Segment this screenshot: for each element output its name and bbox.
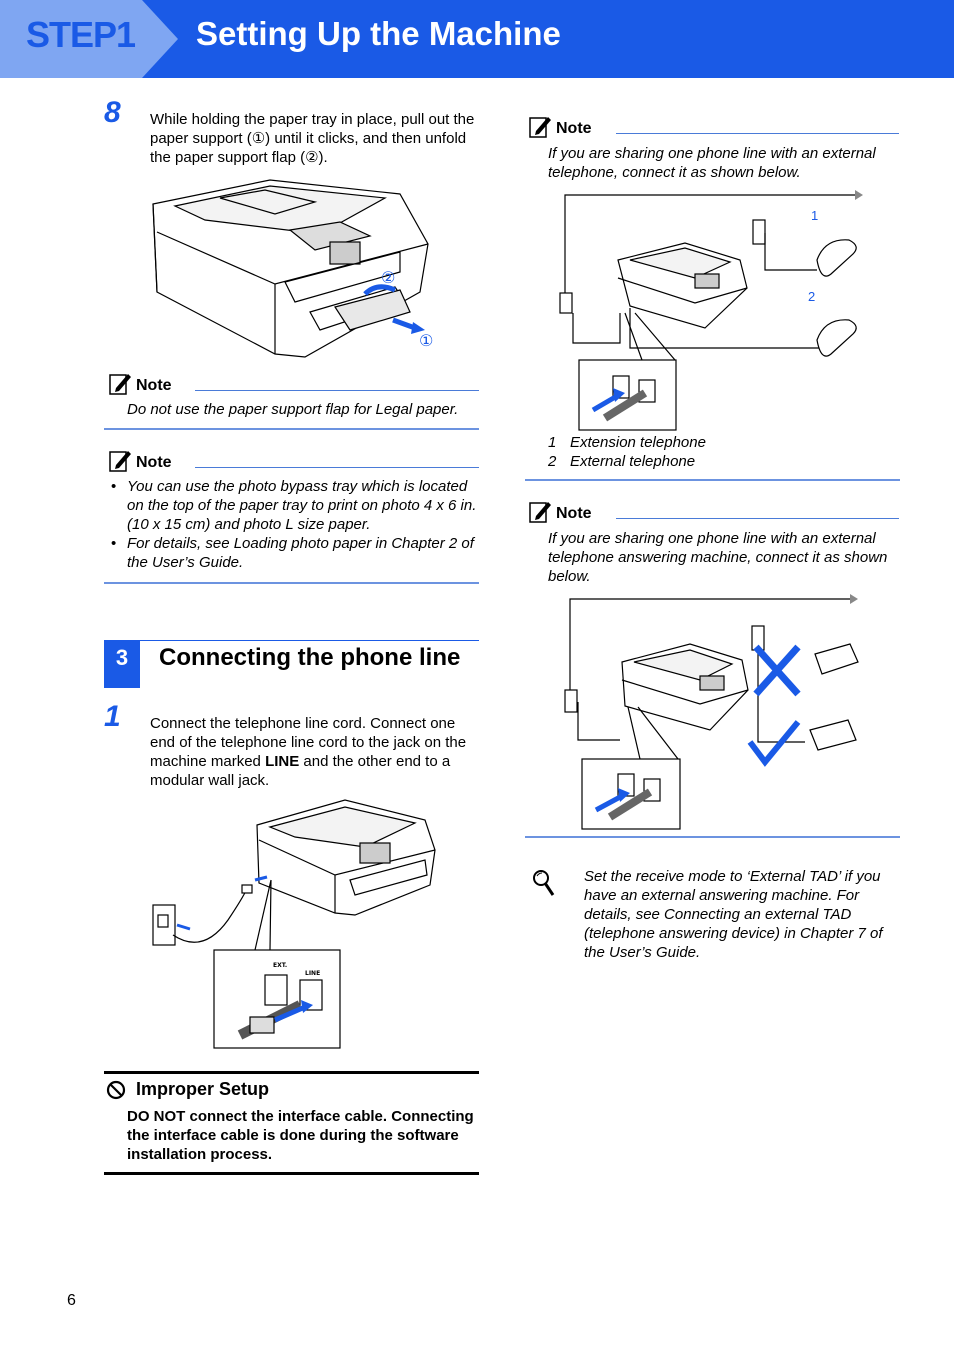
note-3-text: If you are sharing one phone line with a… bbox=[548, 145, 876, 181]
page-title: Setting Up the Machine bbox=[196, 15, 561, 52]
callout-1: ① bbox=[419, 331, 433, 350]
list-item: For details, see Loading photo paper in … bbox=[105, 534, 481, 572]
note-end-rule bbox=[104, 428, 479, 430]
section-title: Connecting the phone line bbox=[159, 644, 461, 671]
improper-top-rule bbox=[104, 1071, 479, 1074]
paper-support-figure: ② ① bbox=[152, 179, 433, 358]
step-badge-shape bbox=[0, 0, 178, 78]
note-divider bbox=[195, 390, 479, 391]
step-number-8: 8 bbox=[104, 96, 121, 129]
magnifier-icon bbox=[533, 870, 555, 896]
page-number: 6 bbox=[67, 1292, 76, 1309]
note-2-bullets: You can use the photo bypass tray which … bbox=[105, 477, 481, 572]
note-end-rule bbox=[104, 582, 479, 584]
note-1-text: Do not use the paper support flap for Le… bbox=[127, 401, 459, 418]
step-8-text: While holding the paper tray in place, p… bbox=[150, 111, 475, 166]
jack-ext-label: EXT. bbox=[273, 962, 287, 969]
note-heading: Note bbox=[136, 377, 172, 394]
step-label: STEP1 bbox=[26, 14, 136, 55]
note-heading: Note bbox=[556, 505, 592, 522]
prohibited-icon bbox=[106, 1080, 126, 1100]
note-divider bbox=[195, 467, 479, 468]
callout-2: ② bbox=[381, 268, 395, 287]
note-heading: Note bbox=[556, 120, 592, 137]
step-number-1: 1 bbox=[104, 700, 121, 733]
note-divider bbox=[616, 133, 899, 134]
extension-phone-figure: 1 2 bbox=[559, 190, 863, 431]
figure-label-2: 2 bbox=[808, 289, 815, 304]
figure-label-1: 1 bbox=[811, 208, 818, 223]
note-heading: Note bbox=[136, 454, 172, 471]
note-pencil-icon bbox=[529, 117, 551, 138]
note-4-text: If you are sharing one phone line with a… bbox=[548, 530, 888, 585]
section-rule bbox=[140, 640, 479, 641]
page-header: STEP1 Setting Up the Machine bbox=[0, 0, 954, 78]
note-divider bbox=[616, 518, 899, 519]
section-number: 3 bbox=[104, 640, 140, 688]
note-pencil-icon bbox=[109, 451, 131, 472]
step-1-text: Connect the telephone line cord. Connect… bbox=[150, 715, 467, 789]
note-end-rule bbox=[525, 836, 900, 838]
jack-line-label: LINE bbox=[305, 970, 320, 977]
note-end-rule bbox=[525, 479, 900, 481]
improper-bottom-rule bbox=[104, 1172, 479, 1175]
answering-machine-figure bbox=[564, 594, 859, 830]
section-heading: 3 Connecting the phone line bbox=[104, 640, 479, 688]
improper-setup-box: Improper Setup DO NOT connect the interf… bbox=[104, 1071, 479, 1175]
improper-setup-text: DO NOT connect the interface cable. Conn… bbox=[127, 1108, 474, 1163]
phone-line-figure: EXT. LINE bbox=[152, 799, 436, 1049]
note-pencil-icon bbox=[109, 374, 131, 395]
note-pencil-icon bbox=[529, 502, 551, 523]
tip-text: Set the receive mode to ‘External TAD’ i… bbox=[584, 868, 883, 961]
improper-setup-title: Improper Setup bbox=[136, 1079, 270, 1099]
list-item: You can use the photo bypass tray which … bbox=[105, 477, 481, 534]
